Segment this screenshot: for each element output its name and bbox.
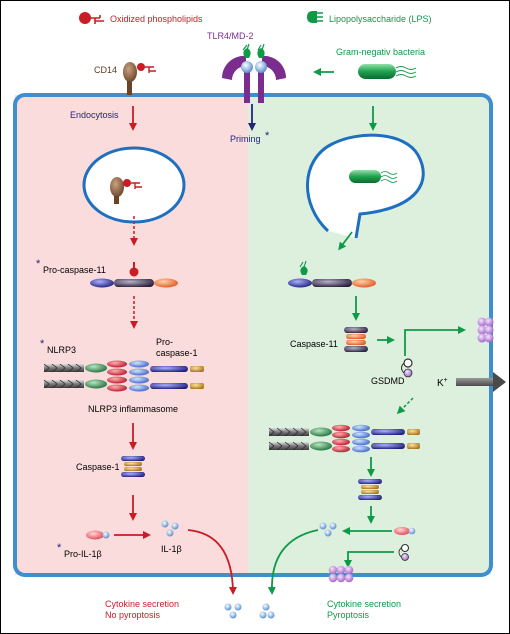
k-plus-label: K+ [437, 377, 448, 389]
pro-caspase-11-label: Pro-caspase-11 [43, 265, 106, 275]
nlrp3-inflammasome-label: NLRP3 inflammasome [88, 404, 178, 414]
secreted-il1b-right [259, 603, 275, 619]
gsdmd-pore-bottom [328, 565, 354, 583]
right-outcome-line2: Pyroptosis [327, 610, 370, 620]
nlrp3-star: * [40, 338, 45, 350]
pro-caspase-1-label-line1: Pro- [156, 337, 173, 347]
vacuole-lps-arrow [338, 231, 353, 251]
gsdmd-to-pore-bottom-arrow [344, 551, 394, 568]
nlrp3-row-2 [43, 379, 107, 389]
il1b-secretion-arrow-left [187, 529, 237, 595]
gram-negative-bacterium [358, 64, 417, 79]
tlr4-md2-label: TLR4/MD-2 [207, 31, 254, 41]
secreted-il1b-left [224, 603, 242, 619]
endocytosis-label: Endocytosis [70, 110, 119, 120]
caspase-11-active [344, 327, 368, 352]
k-plus-efflux-arrow [456, 372, 506, 392]
gsdmd-molecule-right [398, 543, 410, 561]
legend-oxidized-phospholipids: Oxidized phospholipids [110, 14, 203, 24]
pro-il1b-star: * [57, 542, 62, 554]
gsdmd-to-pore-arrow [404, 326, 466, 356]
gsdmd-pore-membrane [477, 317, 494, 343]
caspase-11-label: Caspase-11 [290, 339, 338, 349]
caspase-1-active-right [358, 479, 382, 500]
left-outcome-line1: Cytokine secretion [105, 599, 179, 609]
cd14-label: CD14 [94, 65, 117, 75]
il1b-secretion-arrow-right [267, 529, 319, 595]
gsdmd-molecule [401, 358, 413, 378]
gram-negative-label: Gram-negativ bacteria [336, 47, 425, 57]
tlr4-md2-complex [221, 43, 287, 103]
right-outcome-line1: Cytokine secretion [327, 599, 401, 609]
endosome-left [82, 146, 186, 224]
il1b-cluster-right [319, 522, 337, 537]
k-efflux-to-nlrp3-arrow [396, 397, 414, 415]
nlrp3-row-1 [43, 363, 107, 373]
left-outcome-line2: No pyroptosis [105, 610, 161, 620]
il1b-cluster-left [161, 520, 179, 537]
priming-label: Priming [230, 134, 261, 144]
legend-oxidized-phospholipid-icon [79, 12, 104, 24]
nlrp3-inflammasome-left [43, 360, 204, 392]
vacuole-right [306, 133, 425, 239]
gsdmd-label: GSDMD [371, 376, 405, 386]
pro-caspase-11-right [288, 260, 376, 288]
priming-star: * [265, 130, 270, 142]
legend-lps-icon [307, 11, 323, 23]
pro-caspase-11-left [90, 262, 178, 288]
pro-il1b-molecule [86, 530, 110, 540]
caspase-1-label: Caspase-1 [76, 462, 120, 472]
caspase-1-active [121, 456, 145, 477]
pro-il1b-molecule-right [394, 527, 416, 535]
nlrp3-inflammasome-right [268, 424, 420, 453]
pro-caspase-1-label-line2: caspase-1 [156, 348, 198, 358]
nlrp3-label: NLRP3 [47, 345, 76, 355]
pro-caspase-11-star: * [36, 258, 41, 270]
pro-il1b-label: Pro-IL-1β [64, 549, 102, 559]
legend-lps: Lipopolysaccharide (LPS) [329, 14, 432, 24]
cd14-receptor [123, 62, 156, 95]
il1b-label: IL-1β [161, 544, 182, 554]
